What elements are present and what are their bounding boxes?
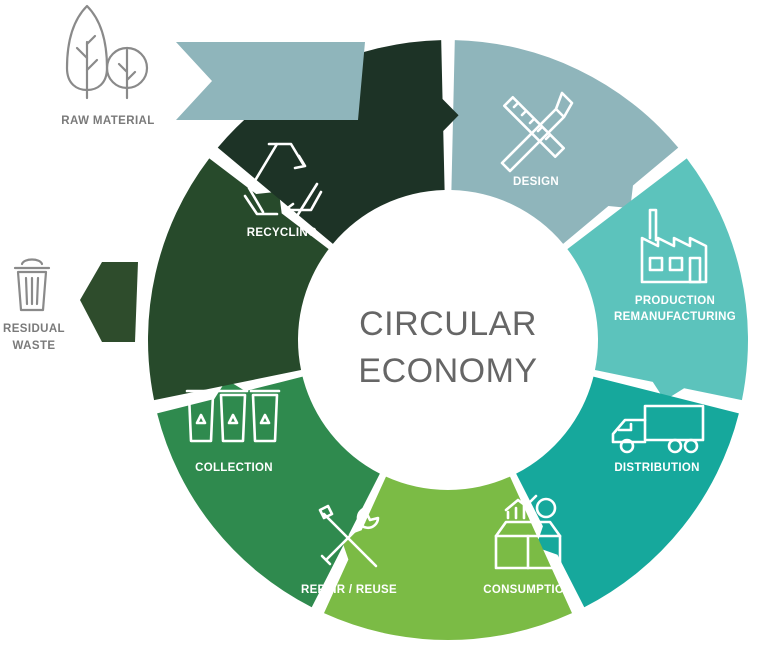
center-circle [301,193,595,487]
segment-label-remanufacturing: REMANUFACTURING [614,311,736,323]
wedge-distribution [516,376,739,608]
factory-icon [640,208,708,284]
raw-material-label: RAW MATERIAL [61,115,154,127]
segment-label-repair-reuse: REPAIR / REUSE [301,584,397,596]
shopping-box-icon [494,494,562,570]
segment-label-distribution: DISTRIBUTION [614,462,699,474]
segment-label-collection: COLLECTION [195,462,273,474]
wedge-consumption [324,476,572,641]
residual-waste-label-2: WASTE [13,340,56,352]
segment-label-design: DESIGN [513,176,559,188]
wedge-design [451,40,679,244]
wedge-production [567,158,748,401]
ruler-pencil-icon [500,91,574,173]
recycle-icon [243,142,323,218]
segment-collection: COLLECTION [185,389,281,474]
segment-label-recycling: RECYCLING [247,227,317,239]
segment-label-production: PRODUCTION [635,295,715,307]
raw-material-arrow [176,42,365,120]
wrench-screwdriver-icon [318,504,380,568]
truck-icon [611,404,705,454]
segment-production: PRODUCTION REMANUFACTURING [614,208,736,323]
segment-consumption: CONSUMPTION [483,494,573,596]
segment-label-consumption: CONSUMPTION [483,584,573,596]
trees-icon [65,4,149,100]
segment-recycling: RECYCLING [243,142,323,239]
residual-waste-label-1: RESIDUAL [3,323,65,335]
residual-waste-input: RESIDUAL WASTE [3,258,65,352]
wedge-repair-reuse [157,376,380,608]
trash-can-icon [13,258,51,312]
residual-waste-arrow [80,262,138,342]
wedge-collection [148,158,329,401]
raw-material-input: RAW MATERIAL [61,4,154,127]
segment-design: DESIGN [500,91,574,188]
center-title-line-1: CIRCULAR [359,305,537,343]
ring-segments [148,40,748,641]
center-title-line-2: ECONOMY [358,352,537,390]
segment-distribution: DISTRIBUTION [611,404,705,474]
segment-repair-reuse: REPAIR / REUSE [301,504,397,596]
wedge-recycling [217,40,459,244]
recycling-bins-icon [185,389,281,443]
